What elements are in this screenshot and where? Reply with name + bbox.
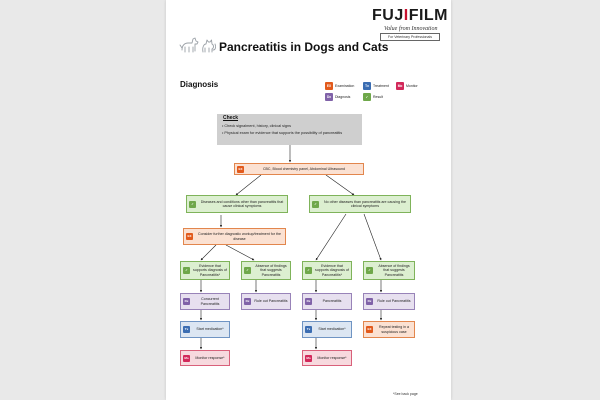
diagnosis-icon: Dx	[366, 298, 373, 305]
node-rule-out-left: Dx Rule out Pancreatitis	[241, 293, 291, 310]
audience-label: For Veterinary Professionals	[380, 33, 440, 41]
examination-icon: EX	[186, 233, 193, 240]
examination-icon: EX	[237, 165, 244, 173]
check-box	[217, 114, 362, 145]
legend-examination: EX Examination	[325, 82, 355, 90]
monitor-icon: Mo	[396, 82, 404, 90]
node-evidence-left: ✓ Evidence that supports diagnosis of Pa…	[180, 261, 230, 280]
node-monitor-response-left: Mo Monitor response*	[180, 350, 230, 366]
node-absence-right: ✓ Absence of findings that suggests Panc…	[363, 261, 415, 280]
node-pancreatitis: Dx Pancreatitis	[302, 293, 352, 310]
check-title: Check	[223, 115, 239, 121]
diagnosis-icon: Dx	[325, 93, 333, 101]
node-monitor-response-right: Mo Monitor response*	[302, 350, 352, 366]
check-item: • Physical exam for evidence that suppor…	[222, 131, 343, 135]
node-evidence-right: ✓ Evidence that supports diagnosis of Pa…	[302, 261, 352, 280]
node-absence-left: ✓ Absence of findings that suggests Panc…	[241, 261, 291, 280]
result-icon: ✓	[244, 267, 251, 274]
footnote: *See back page	[393, 392, 418, 396]
node-rule-out-right: Dx Rule out Pancreatitis	[363, 293, 415, 310]
node-concurrent-pancreatitis: Dx Concurrent Pancreatitis	[180, 293, 230, 310]
legend-treatment: Tx Treatment	[363, 82, 389, 90]
dog-and-cat-icon	[179, 37, 217, 53]
result-icon: ✓	[189, 200, 196, 208]
fujifilm-logo: FUJIFILM	[372, 7, 449, 24]
document-page: FUJIFILM Value from Innovation For Veter…	[166, 0, 451, 400]
flow-arrows	[199, 145, 383, 350]
node-start-medication-left: Tx Start medication*	[180, 321, 230, 338]
examination-icon: EX	[366, 326, 373, 333]
examination-icon: EX	[325, 82, 333, 90]
section-heading: Diagnosis	[180, 80, 219, 89]
monitor-icon: Mo	[305, 354, 312, 362]
node-repeat-testing: EX Repeat testing in a suspicious case	[363, 321, 415, 338]
treatment-icon: Tx	[183, 326, 190, 333]
node-further-workup: EX Consider further diagnostic workup/tr…	[183, 228, 286, 245]
treatment-icon: Tx	[363, 82, 371, 90]
monitor-icon: Mo	[183, 354, 190, 362]
node-initial-tests: EX CBC, Blood chemistry panel, Abdominal…	[234, 163, 364, 175]
result-icon: ✓	[363, 93, 371, 101]
diagnosis-icon: Dx	[183, 298, 190, 305]
legend-diagnosis: Dx Diagnosis	[325, 93, 351, 101]
diagnosis-icon: Dx	[305, 298, 312, 305]
legend-result: ✓ Result	[363, 93, 383, 101]
treatment-icon: Tx	[305, 326, 312, 333]
result-icon: ✓	[183, 267, 190, 274]
node-no-other-diseases: ✓ No other diseases than pancreatitis ar…	[309, 195, 411, 213]
result-icon: ✓	[312, 200, 319, 208]
check-item: • Check signalment, history, clinical si…	[222, 124, 291, 128]
node-other-diseases: ✓ Diseases and conditions other than pan…	[186, 195, 288, 213]
result-icon: ✓	[366, 267, 373, 274]
result-icon: ✓	[305, 267, 312, 274]
page-title: Pancreatitis in Dogs and Cats	[219, 40, 389, 54]
legend-monitor: Mo Monitor	[396, 82, 418, 90]
brand-tagline: Value from Innovation	[384, 26, 438, 32]
diagnosis-icon: Dx	[244, 298, 251, 305]
node-start-medication-right: Tx Start medication*	[302, 321, 352, 338]
